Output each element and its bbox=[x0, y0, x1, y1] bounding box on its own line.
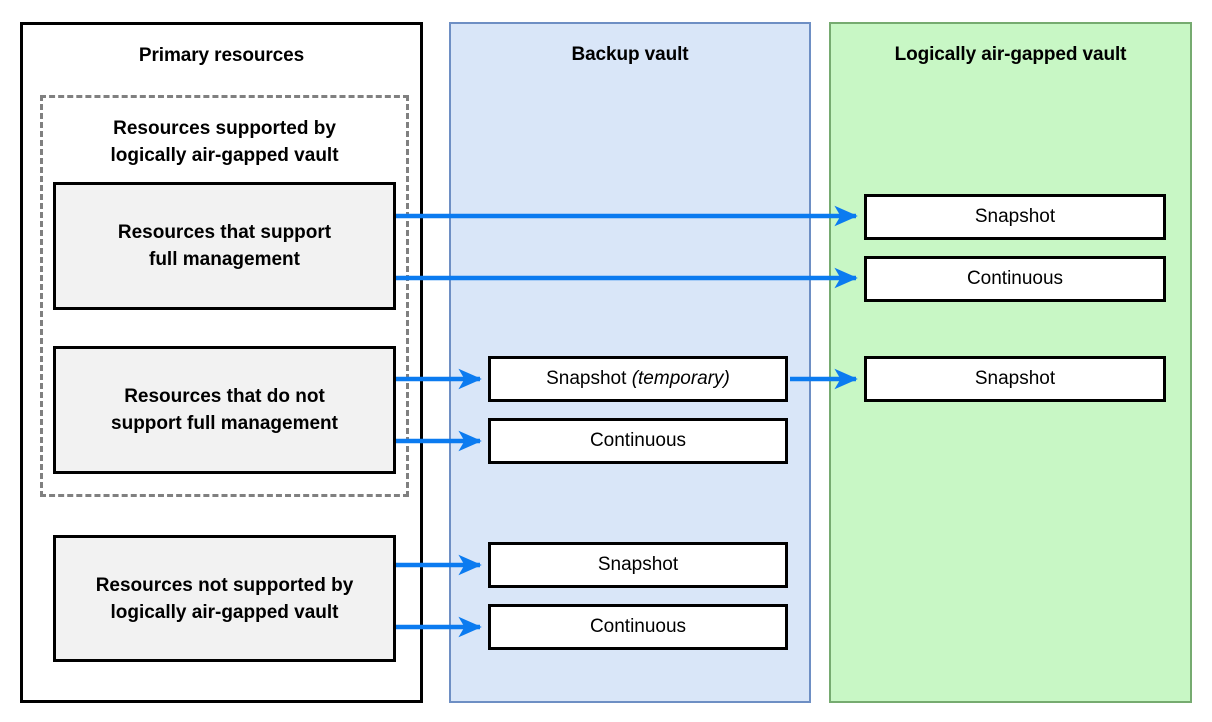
backup-snapshot-label: Snapshot bbox=[546, 368, 627, 389]
backup-snapshot-label: Snapshot bbox=[597, 554, 679, 575]
column-title-backup-vault: Backup vault bbox=[571, 44, 689, 65]
lag-snapshot-label: Snapshot bbox=[974, 206, 1056, 227]
box-resources-not-support-full-management[interactable]: Resources that do not support full manag… bbox=[53, 346, 396, 474]
box-resources-not-supported-by-lag-vault[interactable]: Resources not supported by logically air… bbox=[53, 535, 396, 662]
box-label-line2: logically air-gapped vault bbox=[110, 601, 339, 623]
box-backup-vault-continuous-mid[interactable]: Continuous bbox=[488, 418, 788, 464]
backup-continuous-label: Continuous bbox=[589, 616, 687, 637]
column-title-primary-resources: Primary resources bbox=[138, 45, 305, 66]
backup-continuous-label: Continuous bbox=[589, 430, 687, 451]
dashed-group-title: Resources supported by logically air-gap… bbox=[43, 115, 406, 169]
box-lag-vault-snapshot-mid[interactable]: Snapshot bbox=[864, 356, 1166, 402]
dashed-group-title-line2: logically air-gapped vault bbox=[110, 145, 339, 166]
box-label-line1: Resources that do not bbox=[124, 386, 325, 407]
box-label-line1: Resources not supported by bbox=[95, 574, 354, 596]
box-lag-vault-continuous-top[interactable]: Continuous bbox=[864, 256, 1166, 302]
box-label-line2: support full management bbox=[111, 413, 338, 434]
lag-snapshot-label: Snapshot bbox=[974, 368, 1056, 389]
box-backup-vault-snapshot-temporary[interactable]: Snapshot (temporary) bbox=[488, 356, 788, 402]
box-backup-vault-continuous-bottom[interactable]: Continuous bbox=[488, 604, 788, 650]
backup-snapshot-temporary-annotation: (temporary) bbox=[631, 368, 730, 389]
dashed-group-title-line1: Resources supported by bbox=[113, 118, 336, 139]
box-label-line2: full management bbox=[149, 249, 300, 270]
box-lag-vault-snapshot-top[interactable]: Snapshot bbox=[864, 194, 1166, 240]
box-backup-vault-snapshot-bottom[interactable]: Snapshot bbox=[488, 542, 788, 588]
dashed-group-supported-resources: Resources supported by logically air-gap… bbox=[40, 95, 409, 497]
box-resources-support-full-management[interactable]: Resources that support full management bbox=[53, 182, 396, 310]
box-label-line1: Resources that support bbox=[117, 222, 332, 243]
column-title-logically-air-gapped-vault: Logically air-gapped vault bbox=[894, 44, 1127, 65]
lag-continuous-label: Continuous bbox=[966, 268, 1064, 289]
